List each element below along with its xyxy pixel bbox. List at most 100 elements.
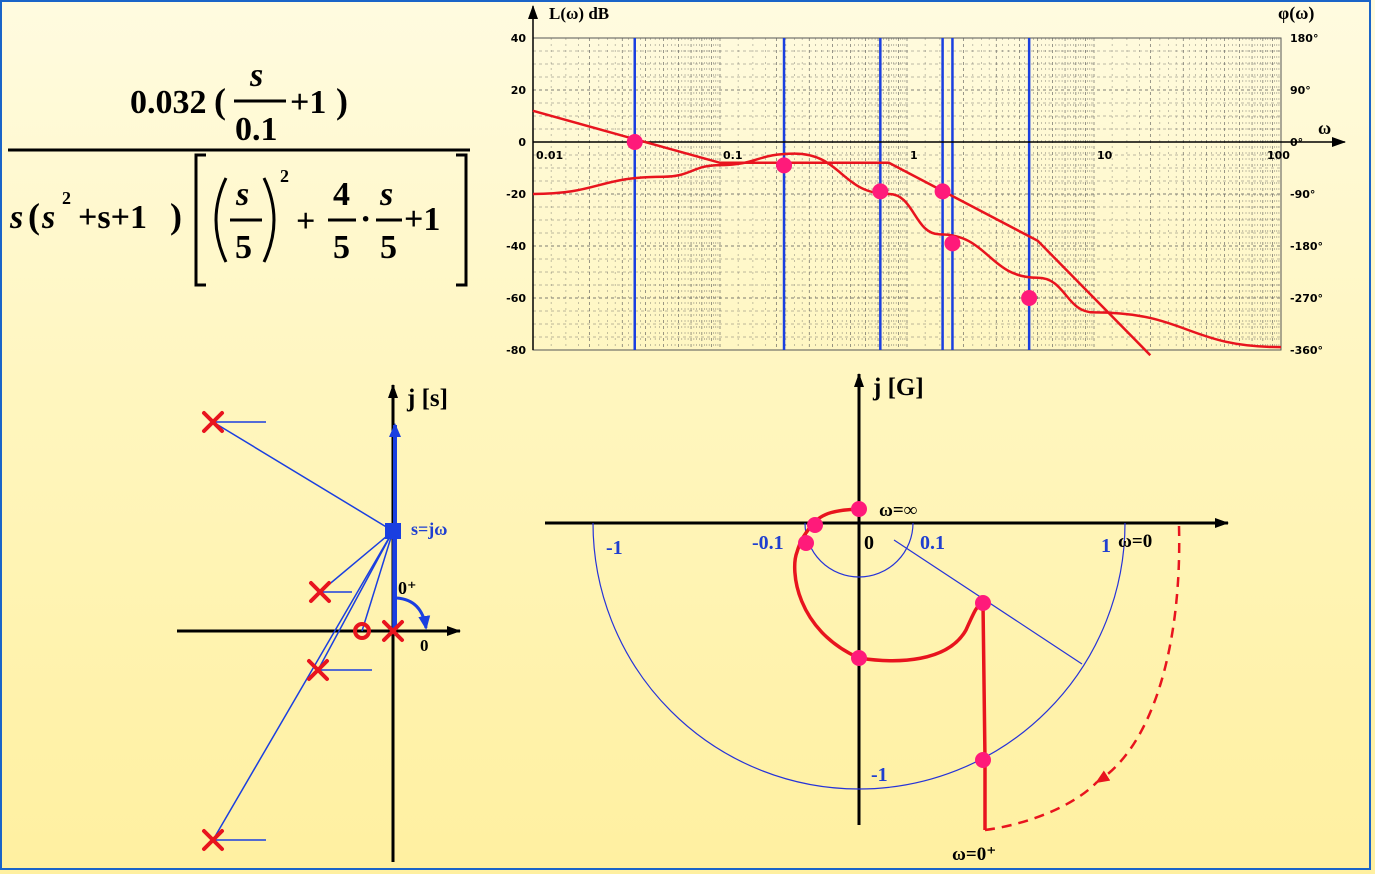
bode-frequency-tick: 100 bbox=[1267, 149, 1290, 162]
tf-lparen: ( bbox=[214, 81, 226, 121]
s-point-marker bbox=[385, 523, 401, 539]
bode-db-tick: 40 bbox=[511, 32, 527, 45]
bode-phase-tick: 0° bbox=[1290, 136, 1303, 149]
bode-markers bbox=[626, 134, 1038, 306]
bode-grid bbox=[532, 37, 1281, 351]
s-angle-label: 0⁺ bbox=[398, 578, 417, 598]
s-vectors bbox=[212, 421, 394, 841]
tf-den-plus: + bbox=[296, 203, 315, 240]
bode-phase-tick: -270° bbox=[1290, 292, 1323, 305]
nyquist-marker bbox=[851, 501, 867, 517]
nyquist-marker bbox=[975, 595, 991, 611]
tf-inner-rparen bbox=[262, 177, 276, 263]
bode-db-tick: -40 bbox=[506, 240, 526, 253]
bode-marker bbox=[626, 134, 643, 150]
bode-phase-tick: -90° bbox=[1290, 188, 1315, 201]
zero-marker bbox=[353, 622, 371, 640]
nyquist-diagram: j [G] ω=∞ ω=0 ω=0⁺ -1 -0.1 0 0.1 1 -1 bbox=[545, 373, 1229, 865]
bode-db-tick: -20 bbox=[506, 188, 526, 201]
tf-den-s2: s bbox=[41, 199, 55, 236]
s-vector-pole-4 bbox=[212, 530, 394, 841]
bode-db-tick: 0 bbox=[518, 136, 526, 149]
g-omega-inf-label: ω=∞ bbox=[879, 500, 917, 521]
pole-marker-4 bbox=[202, 829, 224, 851]
bode-frequency-tick: 10 bbox=[1097, 149, 1113, 162]
tf-tail: +1 bbox=[404, 201, 440, 238]
bode-marker bbox=[776, 157, 793, 174]
bode-frequency-tick: 0.01 bbox=[536, 149, 563, 162]
bode-phase-tick: -180° bbox=[1290, 240, 1323, 253]
bode-db-tick: -80 bbox=[506, 344, 526, 357]
s-origin-label: 0 bbox=[420, 636, 429, 655]
s-poles bbox=[202, 411, 404, 851]
tf-gain: 0.032 bbox=[130, 84, 207, 121]
bode-plot: 40 20 0 -20 -40 -60 -80 180° 90° 0° -90° -180° -270… bbox=[506, 3, 1346, 357]
tf-five-a: 5 bbox=[333, 229, 350, 266]
nyquist-markers bbox=[798, 501, 991, 768]
s-axis-label: j [s] bbox=[406, 385, 448, 412]
bode-marker bbox=[1021, 290, 1038, 306]
tf-inner-sq: 2 bbox=[280, 166, 289, 186]
pole-marker-origin bbox=[382, 620, 404, 642]
tf-inner-s: s bbox=[235, 176, 249, 213]
s-plane-diagram: j [s] s=jω 0⁺ 0 bbox=[177, 384, 461, 862]
tf-right-bracket bbox=[456, 153, 468, 287]
tf-s3: s bbox=[379, 176, 393, 213]
tf-five-b: 5 bbox=[380, 229, 397, 266]
bode-db-tick: -60 bbox=[506, 292, 526, 305]
bode-phase-tick: 180° bbox=[1290, 32, 1318, 45]
nyquist-closure-dashed-tail bbox=[984, 781, 1098, 832]
tf-plus-one: +1 bbox=[290, 84, 326, 121]
nyquist-marker bbox=[851, 650, 867, 666]
nyquist-closure-dashed bbox=[1095, 525, 1181, 784]
tf-dot: · bbox=[360, 201, 371, 238]
g-omega-zero-plus-label: ω=0⁺ bbox=[952, 844, 996, 865]
tf-inner-5: 5 bbox=[235, 229, 252, 266]
g-axis-label: j [G] bbox=[872, 374, 924, 401]
g-label-minus-one: -1 bbox=[606, 537, 623, 559]
s-point-label: s=jω bbox=[411, 519, 447, 539]
bode-frequency-tick-labels: 0.01 0.1 1 10 100 bbox=[536, 149, 1290, 162]
nyquist-marker bbox=[975, 752, 991, 768]
pole-marker-2 bbox=[309, 581, 331, 603]
g-omega-zero-label: ω=0 bbox=[1118, 531, 1152, 552]
nyquist-marker bbox=[798, 535, 814, 551]
bode-phase-tick-labels: 180° 90° 0° -90° -180° -270° -360° bbox=[1290, 32, 1323, 357]
pole-marker-1 bbox=[202, 411, 224, 433]
nyquist-curve bbox=[793, 507, 987, 830]
nyquist-marker bbox=[807, 517, 823, 533]
tf-inner-lparen bbox=[214, 177, 228, 263]
g-label-zero: 0 bbox=[864, 532, 874, 554]
bode-marker bbox=[934, 183, 951, 200]
bode-db-tick-labels: 40 20 0 -20 -40 -60 -80 bbox=[506, 32, 526, 357]
tf-den-s: s bbox=[9, 199, 23, 236]
transfer-function: 0.032 ( s 0.1 +1 ) s ( s 2 +s+1 ) s 5 2 … bbox=[8, 57, 470, 287]
bode-db-tick: 20 bbox=[511, 84, 527, 97]
tf-rparen: ) bbox=[336, 81, 348, 121]
tf-left-bracket bbox=[194, 153, 206, 287]
bode-phase-tick: 90° bbox=[1290, 84, 1311, 97]
tf-den-terms: +s+1 bbox=[78, 199, 147, 236]
bode-phase-curve bbox=[532, 152, 1282, 349]
tf-den-lparen: ( bbox=[28, 196, 40, 236]
s-vector-zero bbox=[361, 530, 394, 632]
g-arc-outer bbox=[592, 522, 1126, 790]
bode-phase-label: φ(ω) bbox=[1278, 3, 1314, 24]
tf-num-s: s bbox=[249, 57, 263, 94]
bode-omega-label: ω bbox=[1318, 118, 1331, 138]
s-vector-pole-2 bbox=[319, 530, 394, 593]
bode-frequency-tick: 0.1 bbox=[723, 149, 743, 162]
g-label-minus-one-bottom: -1 bbox=[871, 764, 888, 786]
tf-four: 4 bbox=[333, 176, 350, 213]
g-label-point-one: 0.1 bbox=[920, 532, 945, 554]
bode-marker bbox=[872, 183, 889, 200]
s-angle-arc bbox=[396, 596, 431, 630]
bode-phase-tick: -360° bbox=[1290, 344, 1323, 357]
bode-marker bbox=[944, 235, 961, 252]
tf-num-den: 0.1 bbox=[235, 111, 278, 148]
tf-den-s2-exp: 2 bbox=[62, 188, 71, 208]
s-vector-pole-3 bbox=[317, 530, 394, 671]
bode-frequency-tick: 1 bbox=[910, 149, 918, 162]
